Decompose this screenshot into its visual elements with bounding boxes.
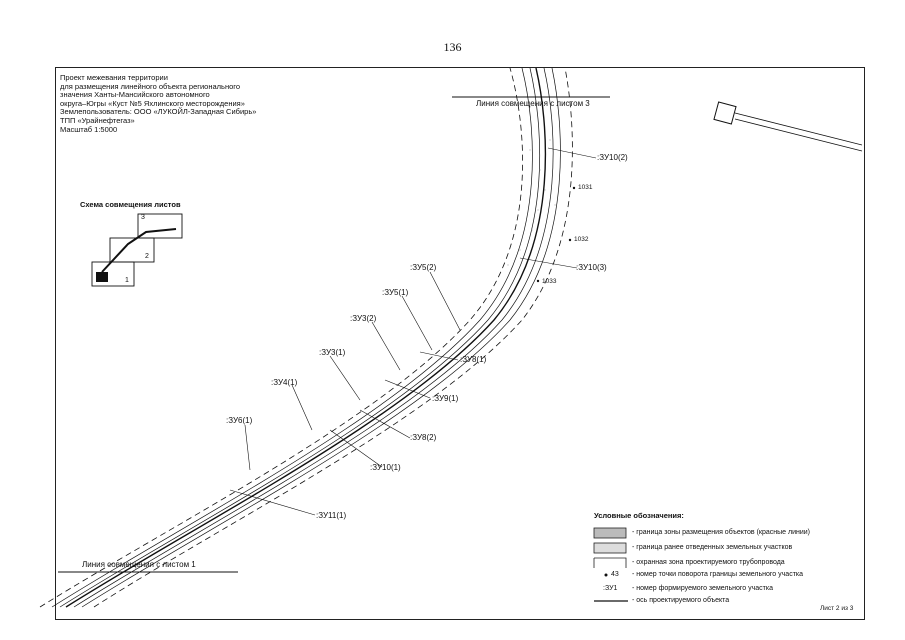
- header-line: для размещения линейного объекта региона…: [60, 81, 240, 91]
- parcel-label: :ЗУ10(3): [576, 263, 607, 272]
- parcel-label: :ЗУ8(2): [410, 433, 437, 442]
- legend-point-sample: 43: [611, 571, 619, 578]
- legend-item: - граница ранее отведенных земельных уча…: [632, 544, 793, 551]
- parcel-label: :ЗУ4(1): [271, 378, 298, 387]
- scheme-sheet-1: 1: [125, 277, 129, 284]
- parcel-label: :ЗУ3(2): [350, 314, 377, 323]
- header-line: Проект межевания территории: [60, 73, 168, 82]
- parcel-label: :ЗУ9(1): [432, 394, 459, 403]
- header-line: значения Ханты-Мансийского автономного: [60, 90, 210, 100]
- project-header: Проект межевания территории для размещен…: [60, 73, 257, 134]
- scheme-sheet-3: 3: [141, 214, 145, 221]
- scheme-sheet-2: 2: [145, 253, 149, 260]
- match-line-bottom: Линия совмещения с листом 1: [82, 560, 196, 569]
- legend-parcel-sample: :ЗУ1: [603, 585, 618, 592]
- legend-item: - ось проектируемого объекта: [632, 597, 730, 604]
- header-line: ТПП «Урайнефтегаз»: [60, 115, 135, 125]
- scheme-title: Схема совмещения листов: [80, 200, 181, 209]
- legend-item: - охранная зона проектируемого трубопров…: [632, 559, 785, 566]
- point-label: 1031: [578, 184, 593, 191]
- parcel-label: :ЗУ8(1): [460, 355, 487, 364]
- parcel-label: :ЗУ6(1): [226, 416, 253, 425]
- sheet-label: Лист 2 из 3: [820, 605, 854, 612]
- legend-item: - номер формируемого земельного участка: [632, 585, 773, 592]
- legend-item: - граница зоны размещения объектов (крас…: [632, 529, 811, 536]
- header-line: округа–Югры «Куст №5 Яхлинского месторож…: [60, 98, 245, 108]
- parcel-label: :ЗУ5(1): [382, 288, 409, 297]
- parcel-label: :ЗУ3(1): [319, 348, 346, 357]
- point-label: 1032: [574, 236, 589, 243]
- parcel-label: :ЗУ11(1): [316, 511, 347, 520]
- page-number: 136: [443, 40, 462, 54]
- point-label: 1033: [542, 278, 557, 285]
- map-frame: [55, 67, 865, 620]
- header-line: Масштаб 1:5000: [60, 124, 118, 134]
- parcel-label: :ЗУ5(2): [410, 263, 437, 272]
- match-line-top: Линия совмещения с листом 3: [476, 99, 590, 108]
- legend-title: Условные обозначения:: [594, 511, 684, 520]
- parcel-label: :ЗУ10(1): [370, 463, 401, 472]
- parcel-label: :ЗУ10(2): [597, 153, 628, 162]
- header-line: Землепользователь: ООО «ЛУКОЙЛ-Западная …: [60, 107, 257, 117]
- legend-item: - номер точки поворота границы земельног…: [632, 571, 804, 578]
